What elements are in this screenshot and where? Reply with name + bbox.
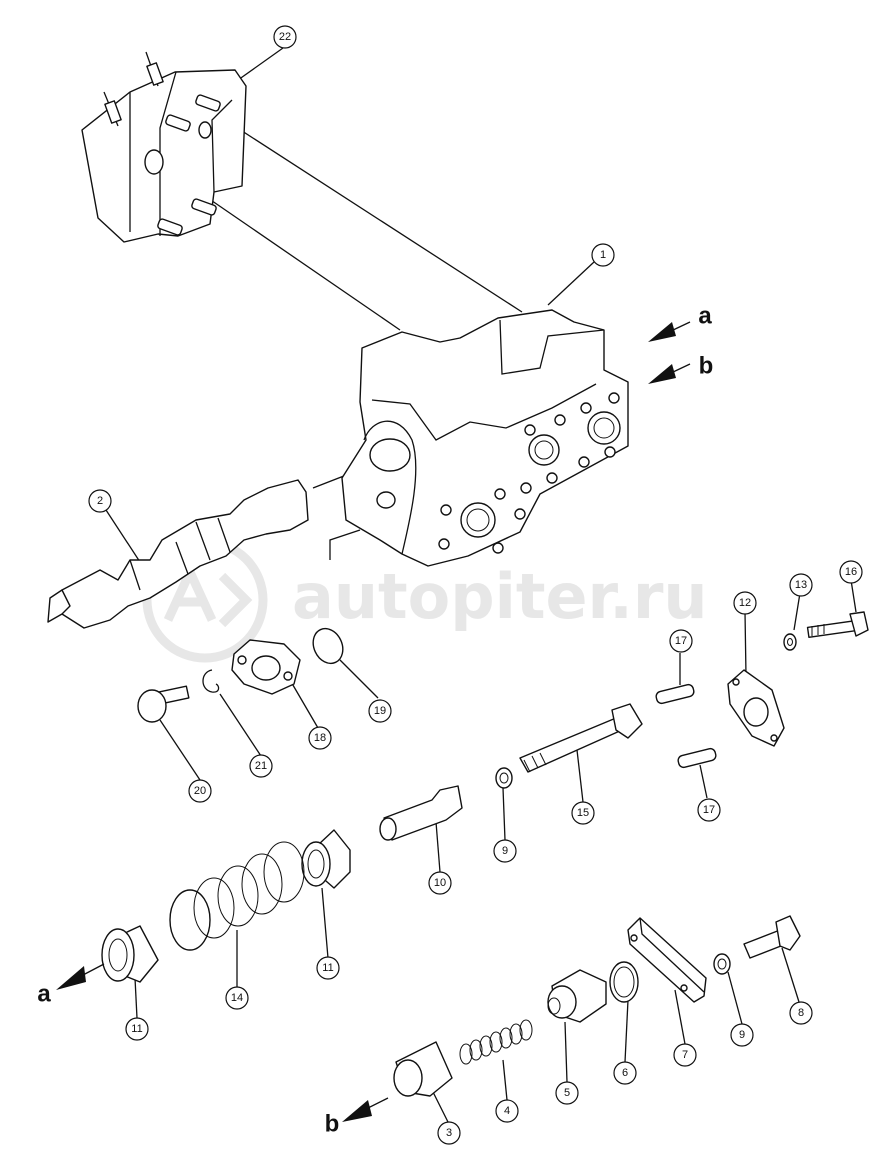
part-22-housing [81,51,247,243]
callout-11-left: 11 [125,1017,149,1041]
callout-10: 10 [428,871,452,895]
part-9-snap-washer-lower [713,953,731,975]
arrow-b-top-label: b [699,353,714,380]
callout-5: 5 [555,1081,579,1105]
part-11-sleeve-right [301,829,351,889]
callout-22-label: 22 [279,31,291,43]
watermark: autopiter.ru [142,537,708,663]
arrow-a-top-label: a [698,303,712,330]
part-13-washer [783,633,797,651]
stud-group [157,94,221,236]
callout-21-label: 21 [255,760,267,772]
callout-10-label: 10 [434,877,446,889]
arrow-b-bottom-label: b [325,1111,340,1138]
callout-4: 4 [495,1099,519,1123]
part-18-gasket [231,639,301,695]
callout-1: 1 [591,243,615,267]
part-7-bar-block [627,917,707,1003]
part-12-plate [727,669,785,747]
callout-18: 18 [308,726,332,750]
callout-19-label: 19 [374,705,386,717]
arrow-a-bottom: a [37,963,105,1008]
part-20-plunger [137,685,190,723]
part-19-disc [312,627,344,665]
callouts: 22 1 2 16 13 12 17 17 19 18 21 20 15 9 1… [88,25,863,1145]
callout-6-label: 6 [622,1067,628,1079]
callout-1-label: 1 [600,249,606,261]
callout-8: 8 [789,1001,813,1025]
callout-20-label: 20 [194,785,206,797]
arrow-b-top: b [648,353,714,384]
callout-3: 3 [437,1121,461,1145]
callout-2-label: 2 [97,495,103,507]
callout-8-label: 8 [798,1007,804,1019]
part-1-valve-body [329,309,629,567]
callout-12-label: 12 [739,597,751,609]
callout-15: 15 [571,801,595,825]
callout-13-label: 13 [795,579,807,591]
part-11-cap-left [101,925,159,983]
callout-11-left-label: 11 [131,1023,142,1035]
callout-11-right: 11 [316,956,340,980]
callout-14: 14 [225,986,249,1010]
callout-20: 20 [188,779,212,803]
callout-17-upper-label: 17 [675,635,687,647]
arrow-a-bottom-label: a [37,981,51,1008]
callout-14-label: 14 [231,992,243,1004]
callout-18-label: 18 [314,732,326,744]
callout-3-label: 3 [446,1127,452,1139]
callout-5-label: 5 [564,1087,570,1099]
part-9-snap-washer-upper [495,767,513,789]
callout-11-right-label: 11 [322,962,333,974]
part-17-pin-lower [677,747,717,769]
part-6-o-ring [609,961,639,1003]
callout-4-label: 4 [504,1105,510,1117]
part-5-piston [547,969,607,1023]
callout-22: 22 [273,25,297,49]
part-10-elbow-sleeve [379,785,463,841]
port-circles [438,392,621,554]
callout-19: 19 [368,699,392,723]
watermark-text: autopiter.ru [292,560,708,633]
callout-7-label: 7 [682,1049,688,1061]
part-2-spool [47,479,309,629]
callout-2: 2 [88,489,112,513]
sensor-wires [103,51,164,127]
part-4-spring [459,1019,533,1065]
callout-9-upper-label: 9 [502,845,508,857]
callout-13: 13 [789,573,813,597]
callout-16: 16 [839,560,863,584]
callout-9-upper: 9 [493,839,517,863]
part-17-pin-upper [655,683,695,705]
part-15-long-bolt [519,703,643,773]
part-3-cap [393,1041,453,1097]
callout-9-lower-label: 9 [739,1029,745,1041]
arrow-a-top: a [648,303,712,342]
part-14-spring [169,841,305,951]
part-16-bolt [806,611,869,638]
callout-21: 21 [249,754,273,778]
callout-7: 7 [673,1043,697,1067]
callout-6: 6 [613,1061,637,1085]
callout-16-label: 16 [845,566,857,578]
callout-17-lower-label: 17 [703,804,715,816]
callout-15-label: 15 [577,807,589,819]
arrow-b-bottom: b [325,1097,389,1138]
part-21-snap-ring [202,669,220,693]
callout-9-lower: 9 [730,1023,754,1047]
callout-17-upper: 17 [669,629,693,653]
part-8-bolt [743,915,801,959]
callout-17-lower: 17 [697,798,721,822]
callout-12: 12 [733,591,757,615]
